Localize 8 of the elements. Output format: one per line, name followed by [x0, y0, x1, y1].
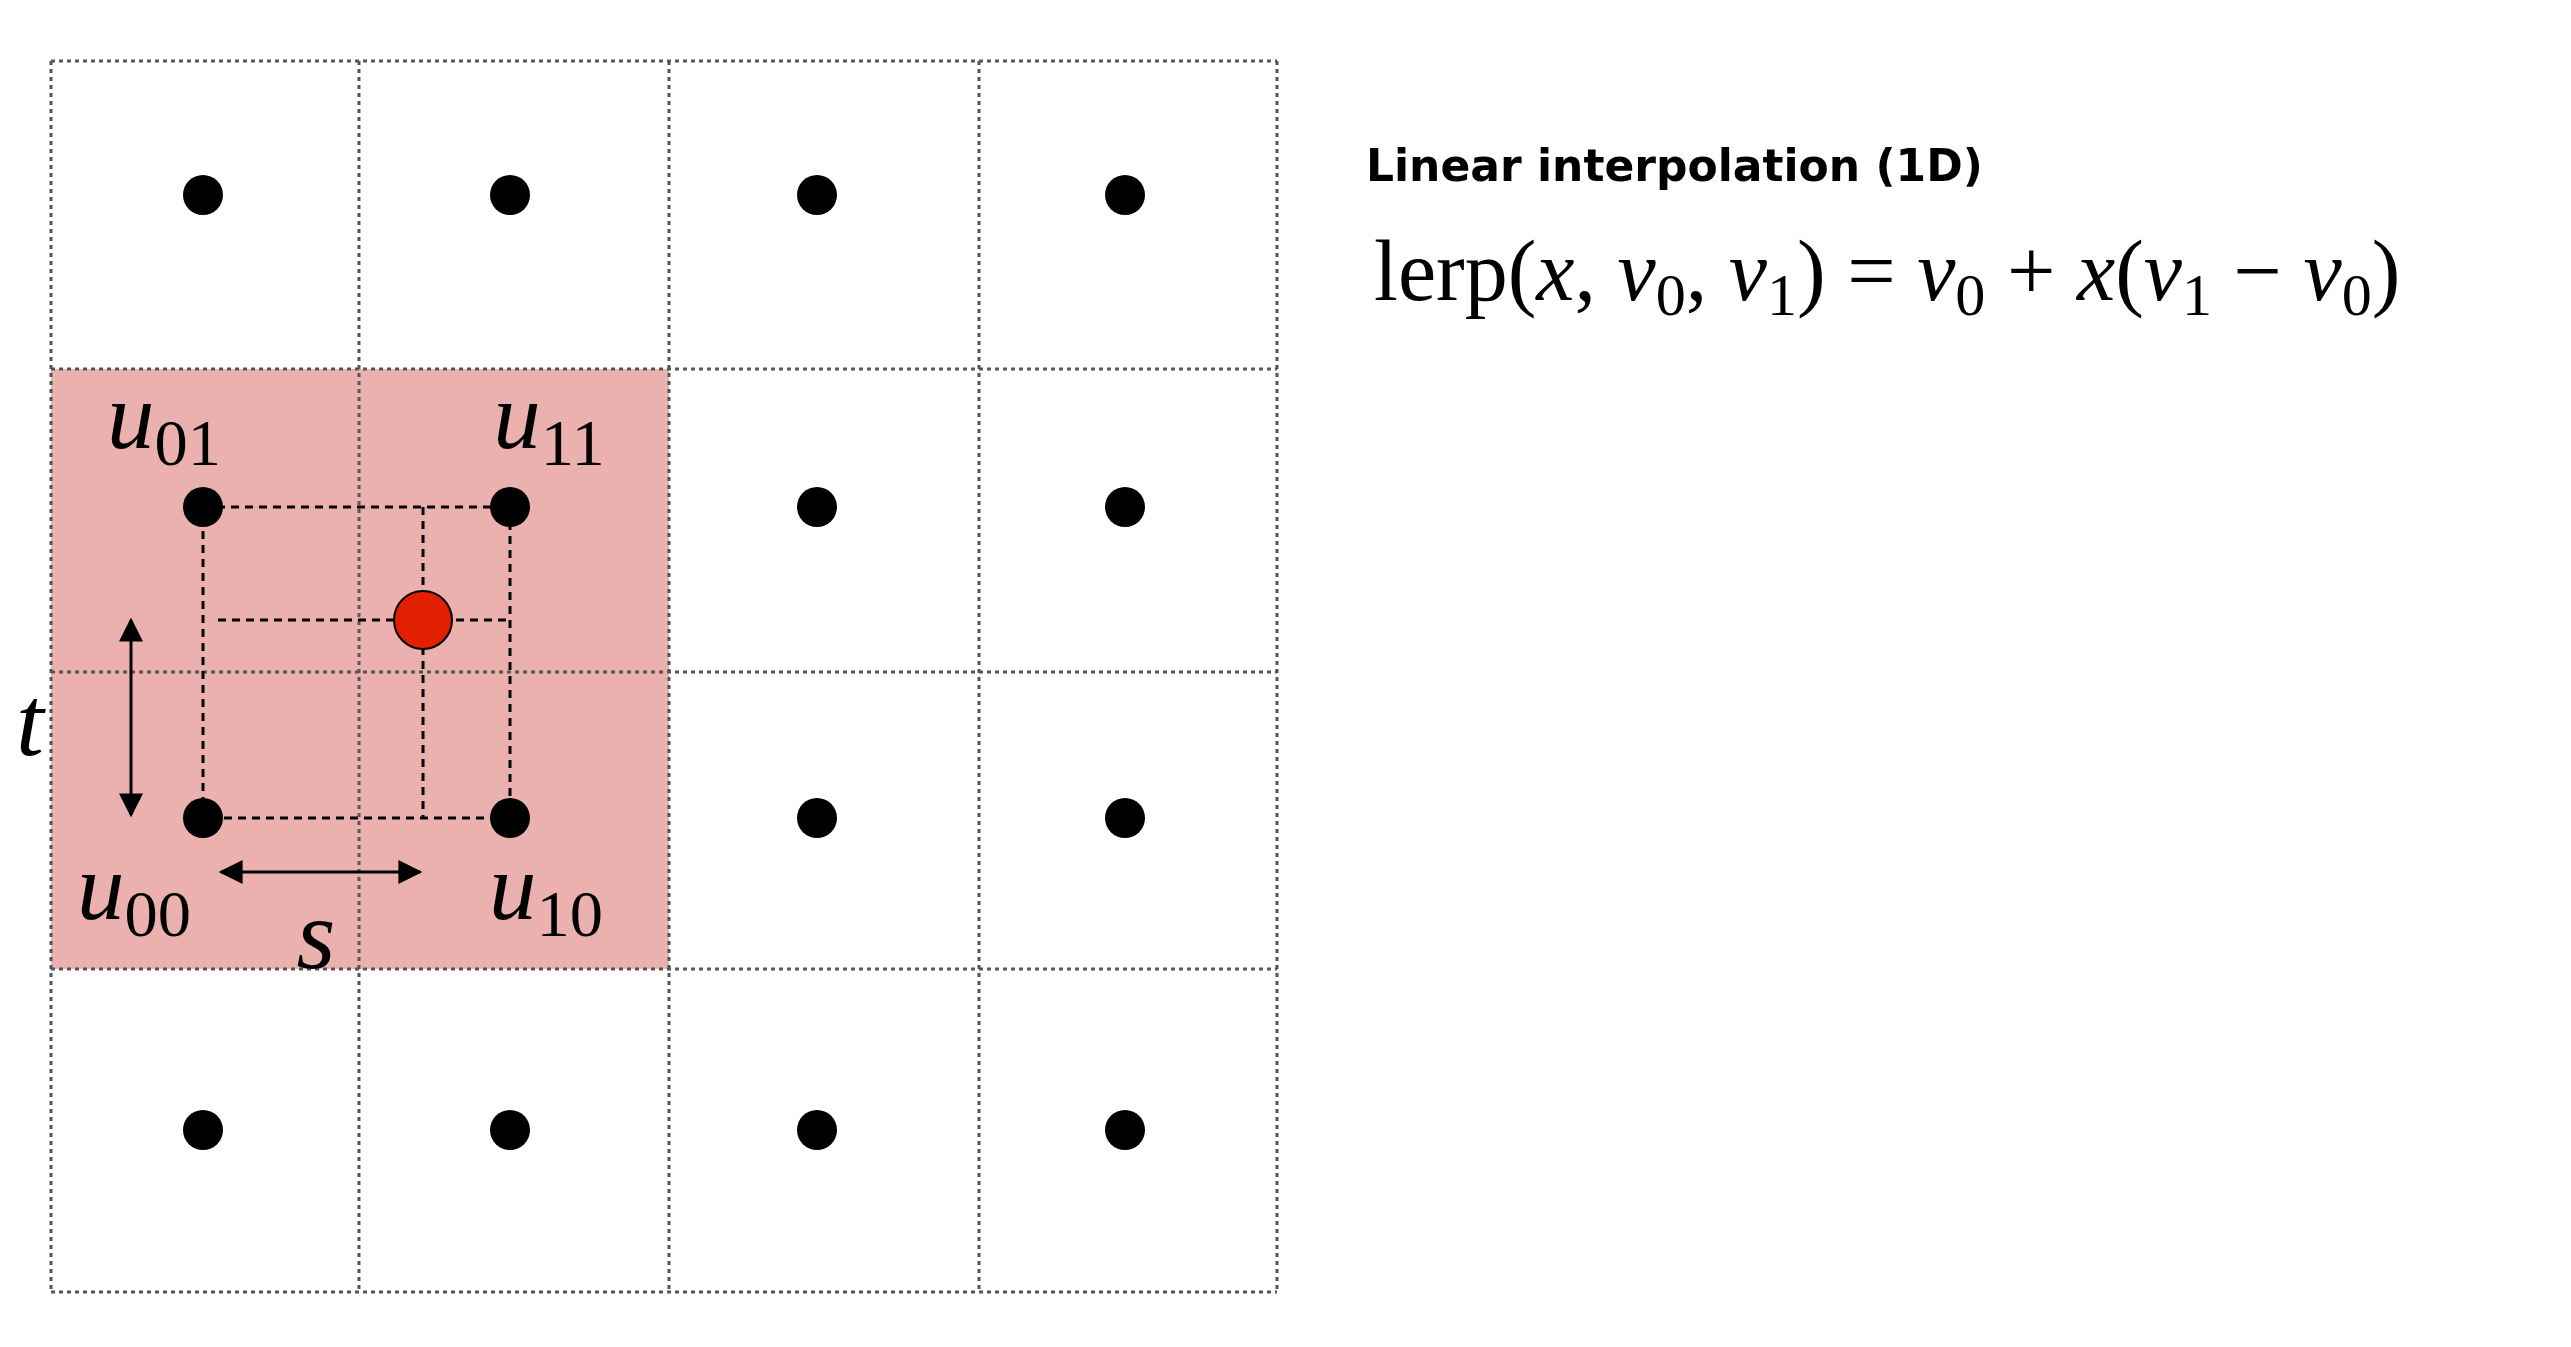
math-label: t	[16, 672, 44, 772]
heading: Linear interpolation (1D)	[1366, 140, 1983, 191]
math-label: u$_{01}$	[107, 369, 221, 477]
math-label: u$_{11}$	[493, 369, 605, 477]
math-label: s	[296, 885, 336, 985]
math-label: u$_{10}$	[489, 840, 603, 948]
math-label: u$_{00}$	[77, 840, 191, 948]
formula: lerp(x, v$_{0}$, v$_{1}$) = v$_{0}$ + x(v$_{1}$ − v$_{0}$)	[1374, 228, 2401, 326]
